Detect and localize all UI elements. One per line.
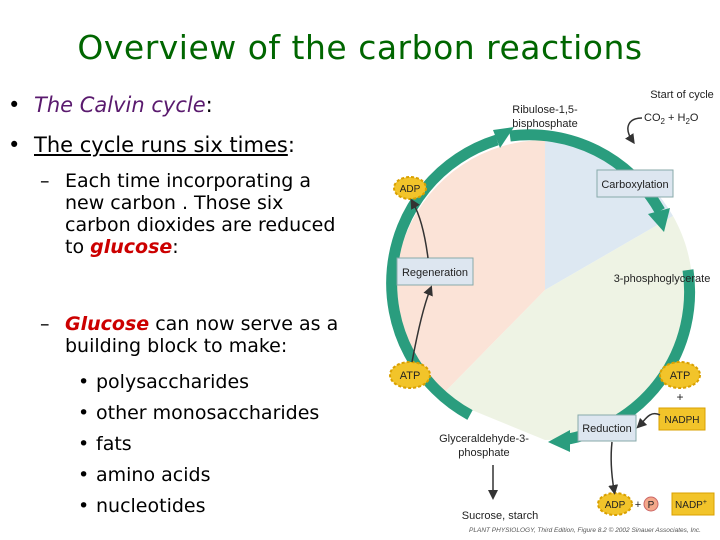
bullet-dot: •: [78, 495, 90, 517]
atp-label: ATP: [400, 370, 421, 382]
sub-bullet-text: Each time incorporating a new carbon . T…: [65, 170, 395, 258]
cycle-arrowhead-left: [548, 430, 570, 452]
ribulose-label-2: bisphosphate: [512, 118, 577, 130]
adp-label: ADP: [400, 184, 421, 195]
glucose-term: glucose: [90, 236, 173, 258]
calvin-cycle-term: The Calvin cycle: [34, 93, 206, 117]
line: new carbon . Those six: [65, 192, 284, 214]
adp-sun-icon: [393, 176, 427, 200]
nadph-arrow: [636, 413, 661, 429]
dash: –: [40, 170, 50, 192]
slide-title: Overview of the carbon reactions: [77, 28, 643, 67]
bullet-dot: •: [78, 371, 90, 393]
cycle-arrowhead-up: [493, 127, 514, 148]
bullet-dot: •: [78, 433, 90, 455]
colon: :: [287, 133, 295, 157]
product-list: •polysaccharides •other monosaccharides …: [78, 367, 319, 522]
list-item-label: fats: [96, 433, 132, 455]
nadph-box: [658, 407, 706, 431]
wedge-reduction: [440, 216, 693, 440]
phosphate-icon: [643, 496, 659, 512]
bullet-dot: •: [78, 464, 90, 486]
nadp-label: NADP+: [675, 499, 707, 511]
carboxylation-box: [596, 169, 674, 198]
line: building block to make:: [65, 335, 288, 357]
bullet-dot: •: [8, 133, 21, 157]
list-item-label: nucleotides: [96, 495, 206, 517]
nadph-label: NADPH: [664, 415, 699, 426]
colon: :: [172, 236, 179, 258]
reduction-box: [577, 414, 637, 442]
co2-h2o-label: CO2 + H2O: [644, 112, 699, 126]
sub-bullet-text: Glucose can now serve as a building bloc…: [65, 313, 338, 357]
colon: :: [205, 93, 213, 117]
bullet-dot: •: [78, 402, 90, 424]
co2-input-arrow: [625, 117, 643, 145]
bullet-calvin-cycle: • The Calvin cycle:: [8, 93, 213, 117]
bullet-six-times: • The cycle runs six times:: [8, 133, 295, 157]
dash: –: [40, 313, 50, 335]
list-item-label: amino acids: [96, 464, 211, 486]
list-item: • polysaccharides: [78, 367, 319, 398]
atp-arrow: [411, 285, 433, 363]
start-of-cycle-label: Start of cycle: [650, 89, 714, 101]
glucose-term: Glucose: [65, 313, 150, 335]
adp-label-bottom: ADP: [605, 500, 626, 511]
line: can now serve as a: [149, 313, 339, 335]
sucrose-label: Sucrose, starch: [462, 510, 538, 522]
phosphate-label: P: [648, 500, 655, 511]
line: carbon dioxides are reduced: [65, 214, 336, 236]
atp-sun-icon: [389, 361, 431, 389]
atp-sun-icon-right: [659, 361, 701, 389]
adp-arrow: [410, 198, 429, 259]
line: Each time incorporating a: [65, 170, 311, 192]
g3p-label-2: phosphate: [458, 447, 509, 459]
list-item-label: other monosaccharides: [96, 402, 320, 424]
cycle-arrowhead-down: [648, 208, 670, 232]
products-out-arrow: [608, 441, 619, 495]
list-item-label: polysaccharides: [96, 371, 250, 393]
bullet-dot: •: [8, 93, 21, 117]
pga-label: 3-phosphoglycerate: [614, 273, 711, 285]
g3p-label: Glyceraldehyde-3-: [439, 433, 529, 445]
line: to: [65, 236, 91, 258]
cycle-arc-left: [386, 134, 499, 420]
regeneration-box: [396, 257, 474, 286]
nadp-box: [671, 492, 715, 516]
atp-label-right: ATP: [670, 370, 691, 382]
carboxylation-label: Carboxylation: [601, 179, 668, 191]
figure-credit: PLANT PHYSIOLOGY, Third Edition, Figure …: [469, 526, 701, 534]
six-times-text: The cycle runs six times: [34, 133, 288, 157]
ribulose-label: Ribulose-1,5-: [512, 104, 578, 116]
regeneration-label: Regeneration: [402, 267, 468, 279]
plus-label: +: [676, 390, 683, 404]
list-item: • amino acids: [78, 460, 319, 491]
plus-label-bottom: +: [635, 499, 641, 511]
list-item: • fats: [78, 429, 319, 460]
list-item: • nucleotides: [78, 491, 319, 522]
list-item: • other monosaccharides: [78, 398, 319, 429]
reduction-label: Reduction: [582, 423, 632, 435]
